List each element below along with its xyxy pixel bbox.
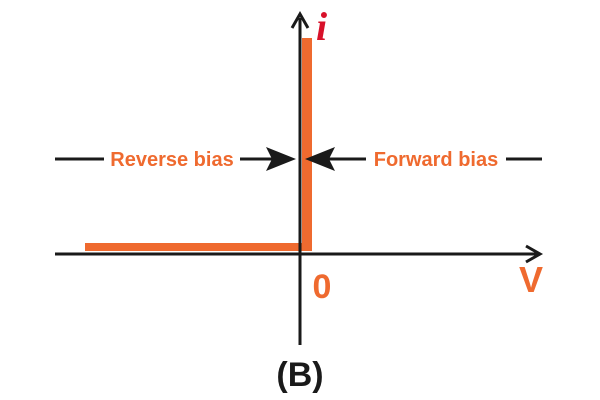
forward-bias-indicator: Forward bias bbox=[305, 147, 542, 171]
voltage-axis-label: V bbox=[519, 259, 543, 300]
current-axis-arrow-icon bbox=[290, 10, 310, 29]
figure-caption: (B) bbox=[276, 356, 323, 394]
origin-label: 0 bbox=[313, 268, 332, 306]
iv-curve bbox=[85, 38, 312, 251]
reverse-current-bar bbox=[85, 243, 302, 251]
forward-current-bar bbox=[302, 38, 312, 251]
current-axis bbox=[290, 10, 310, 345]
voltage-axis bbox=[55, 244, 544, 264]
reverse-bias-label: Reverse bias bbox=[110, 149, 233, 171]
forward-bias-arrow-icon bbox=[305, 147, 335, 171]
current-axis-label: i bbox=[316, 4, 327, 49]
forward-bias-label: Forward bias bbox=[374, 149, 498, 171]
reverse-bias-indicator: Reverse bias bbox=[55, 147, 296, 171]
voltage-axis-arrow-icon bbox=[525, 244, 544, 264]
reverse-bias-arrow-icon bbox=[266, 147, 296, 171]
